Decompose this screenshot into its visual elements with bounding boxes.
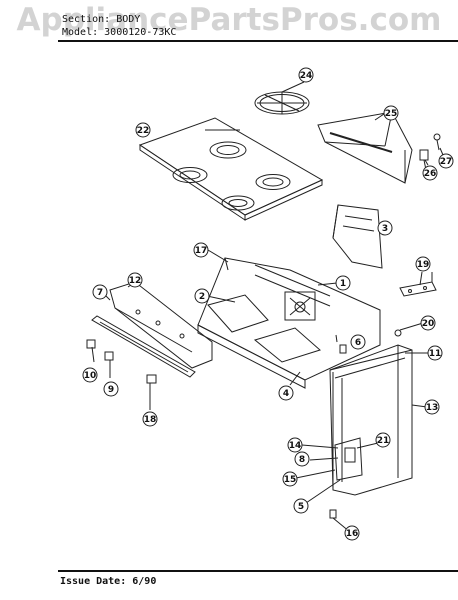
main-body [197,257,381,389]
callout-circle-4 [278,385,294,401]
callout-26: 26 [424,169,437,179]
callout-circle-13 [424,399,440,415]
callout-circle-15 [282,471,298,487]
callout-14: 14 [289,441,302,451]
model-label: Model: [62,27,99,38]
callout-4: 4 [283,389,289,399]
callout-circle-5 [293,498,309,514]
header-rule [58,40,458,42]
footer-rule [58,570,458,572]
issue-date: Issue Date: 6/90 [60,576,156,587]
callout-circle-26 [422,165,438,181]
callout-12: 12 [129,276,142,286]
callout-circle-10 [82,367,98,383]
callout-21: 21 [377,436,390,446]
callout-20: 20 [422,319,435,329]
small-screw [394,329,402,337]
watermark: AppliancePartsPros.com [16,2,442,38]
callout-circle-3 [377,220,393,236]
callout-5: 5 [298,502,304,512]
callout-circle-19 [415,256,431,272]
callout-25: 25 [385,109,398,119]
cooktop [138,117,324,221]
callout-circle-9 [103,381,119,397]
callout-3: 3 [382,224,388,234]
callout-1: 1 [340,279,346,289]
callout-8: 8 [299,455,305,465]
callout-circle-8 [294,451,310,467]
knob-and-screw [419,133,441,171]
callout-circle-6 [350,334,366,350]
control-panel [317,111,413,184]
section-line: Section: BODY [62,14,140,25]
callout-circle-7 [92,284,108,300]
callout-circle-12 [127,272,143,288]
callout-27: 27 [440,157,453,167]
issue-label: Issue Date: [60,576,127,587]
callout-circle-24 [298,67,314,83]
callout-24: 24 [300,71,313,81]
callout-22: 22 [137,126,150,136]
callout-13: 13 [426,403,439,413]
callout-circle-16 [344,525,360,541]
small-clip [339,344,347,354]
callout-6: 6 [355,338,361,348]
callout-16: 16 [346,529,359,539]
callout-9: 9 [108,385,114,395]
callout-11: 11 [429,349,442,359]
callout-circle-11 [427,345,443,361]
callout-circle-25 [383,105,399,121]
section-value: BODY [116,14,141,25]
callout-circle-20 [420,315,436,331]
bottom-clip [329,509,337,519]
callout-circle-17 [193,242,209,258]
model-value: 3000120-73KC [104,27,177,38]
clips [86,339,157,384]
bracket [399,272,437,297]
side-panel [332,204,383,269]
callout-10: 10 [84,371,97,381]
callout-circle-18 [142,411,158,427]
section-label: Section: [62,14,111,25]
burner-grate [254,91,310,115]
callout-18: 18 [144,415,157,425]
issue-value: 6/90 [132,576,157,587]
callout-circle-2 [194,288,210,304]
callout-circle-1 [335,275,351,291]
callout-7: 7 [97,288,103,298]
callout-circle-14 [287,437,303,453]
callout-circle-27 [438,153,454,169]
callout-circle-21 [375,432,391,448]
callout-17: 17 [195,246,208,256]
callout-2: 2 [199,292,205,302]
callout-19: 19 [417,260,430,270]
oven-side [329,344,413,496]
model-line: Model: 3000120-73KC [62,27,176,38]
callout-circle-22 [135,122,151,138]
callout-15: 15 [284,475,297,485]
